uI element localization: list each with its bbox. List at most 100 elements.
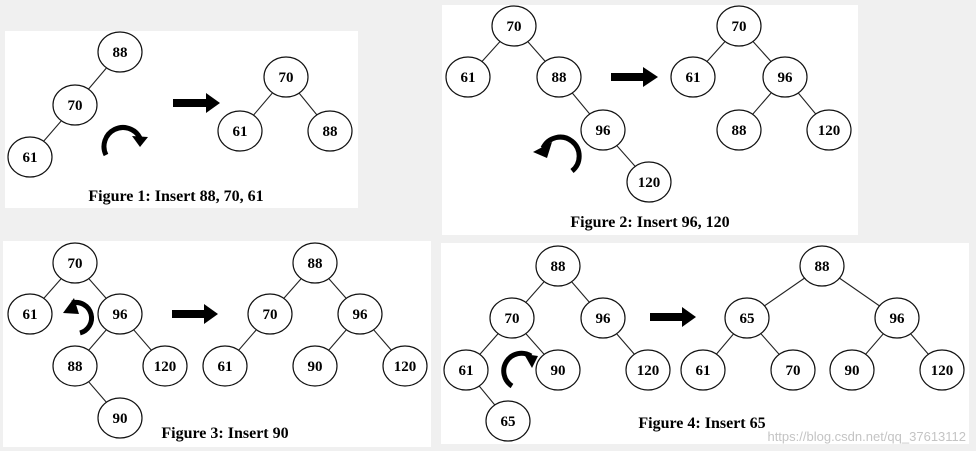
tree-node-circle — [7, 136, 53, 178]
tree-node: 120 — [142, 345, 188, 387]
tree-node: 96 — [97, 293, 143, 335]
tree-node: 61 — [7, 136, 53, 178]
tree-node-circle — [52, 242, 98, 284]
tree-node-circle — [535, 349, 581, 391]
tree-node-label: 61 — [459, 363, 474, 379]
tree-node-label: 88 — [113, 45, 128, 61]
tree-node: 61 — [7, 293, 53, 335]
tree-node: 90 — [292, 345, 338, 387]
tree-node-circle — [292, 242, 338, 284]
tree-node: 61 — [680, 349, 726, 391]
tree-node-circle — [680, 349, 726, 391]
tree-node: 120 — [625, 349, 671, 391]
tree-node-label: 61 — [23, 307, 38, 323]
tree-node: 88 — [799, 245, 845, 287]
tree-node-circle — [52, 345, 98, 387]
tree-node-circle — [142, 345, 188, 387]
rotation-clockwise-icon — [101, 125, 148, 157]
tree-node-label: 96 — [596, 311, 612, 327]
tree-node-label: 120 — [931, 363, 954, 379]
tree-node-label: 120 — [154, 359, 177, 375]
tree-node-label: 70 — [68, 98, 83, 114]
tree-node: 61 — [202, 345, 248, 387]
rotation-clockwise-icon — [501, 350, 538, 389]
tree-node: 61 — [217, 110, 263, 152]
tree-node-label: 120 — [394, 359, 417, 375]
tree-node-label: 61 — [23, 150, 38, 166]
tree-node: 90 — [535, 349, 581, 391]
tree-node: 61 — [445, 56, 491, 98]
tree-node: 70 — [489, 297, 535, 339]
transform-arrow-icon — [172, 304, 218, 324]
tree-node-circle — [919, 349, 965, 391]
tree-node: 96 — [874, 297, 920, 339]
tree-node-circle — [247, 293, 293, 335]
tree-node-label: 120 — [638, 175, 661, 191]
tree-node-label: 70 — [505, 311, 520, 327]
tree-node-label: 90 — [845, 363, 860, 379]
tree-node-circle — [580, 109, 626, 151]
figure-caption: Figure 4: Insert 65 — [638, 415, 765, 432]
transform-arrow-icon — [611, 67, 658, 87]
tree-node: 90 — [829, 349, 875, 391]
tree-node: 96 — [580, 109, 626, 151]
tree-node-circle — [670, 56, 716, 98]
tree-node-label: 90 — [551, 363, 566, 379]
tree-node-circle — [445, 56, 491, 98]
tree-node-label: 88 — [323, 124, 338, 140]
tree-node-circle — [762, 56, 808, 98]
tree-node-circle — [382, 345, 428, 387]
tree-node: 120 — [626, 161, 672, 203]
tree-node-label: 96 — [113, 307, 129, 323]
tree-node-label: 88 — [551, 259, 566, 275]
tree-node-circle — [443, 349, 489, 391]
tree-node: 70 — [52, 242, 98, 284]
tree-node-label: 65 — [501, 414, 516, 430]
tree-node-circle — [799, 245, 845, 287]
tree-node-circle — [217, 110, 263, 152]
tree-node-circle — [626, 161, 672, 203]
tree-node-circle — [97, 293, 143, 335]
tree-node-label: 96 — [353, 307, 369, 323]
tree-node-label: 88 — [815, 259, 830, 275]
transform-arrow-icon — [650, 307, 696, 327]
tree-node: 96 — [580, 297, 626, 339]
tree-node-circle — [625, 349, 671, 391]
tree-node-circle — [491, 5, 537, 47]
tree-node: 70 — [491, 5, 537, 47]
tree-node: 70 — [263, 56, 309, 98]
tree-node-circle — [489, 297, 535, 339]
tree-node-circle — [97, 397, 143, 439]
tree-node-label: 70 — [279, 70, 294, 86]
tree-node: 88 — [535, 245, 581, 287]
tree-node-circle — [829, 349, 875, 391]
tree-node: 70 — [247, 293, 293, 335]
tree-node: 70 — [770, 349, 816, 391]
tree-node-label: 90 — [308, 359, 323, 375]
tree-node-label: 96 — [596, 123, 612, 139]
tree-node-circle — [52, 84, 98, 126]
tree-node: 88 — [97, 31, 143, 73]
tree-node: 88 — [536, 56, 582, 98]
tree-node-circle — [307, 110, 353, 152]
figure-caption: Figure 2: Insert 96, 120 — [570, 214, 729, 231]
tree-node: 96 — [337, 293, 383, 335]
tree-node-label: 88 — [732, 123, 747, 139]
tree-node: 120 — [806, 109, 852, 151]
tree-node: 88 — [292, 242, 338, 284]
tree-node-circle — [770, 349, 816, 391]
tree-node-label: 96 — [778, 70, 794, 86]
tree-node-circle — [536, 56, 582, 98]
rotation-counter-clockwise-icon — [63, 298, 94, 336]
tree-node: 61 — [670, 56, 716, 98]
tree-node-circle — [724, 297, 770, 339]
tree-node: 65 — [724, 297, 770, 339]
tree-node-circle — [292, 345, 338, 387]
rotation-counter-clockwise-icon — [533, 134, 582, 173]
tree-node-circle — [716, 5, 762, 47]
tree-node-circle — [97, 31, 143, 73]
tree-node-label: 120 — [818, 123, 841, 139]
panel-1-background — [5, 31, 358, 208]
tree-node: 70 — [52, 84, 98, 126]
